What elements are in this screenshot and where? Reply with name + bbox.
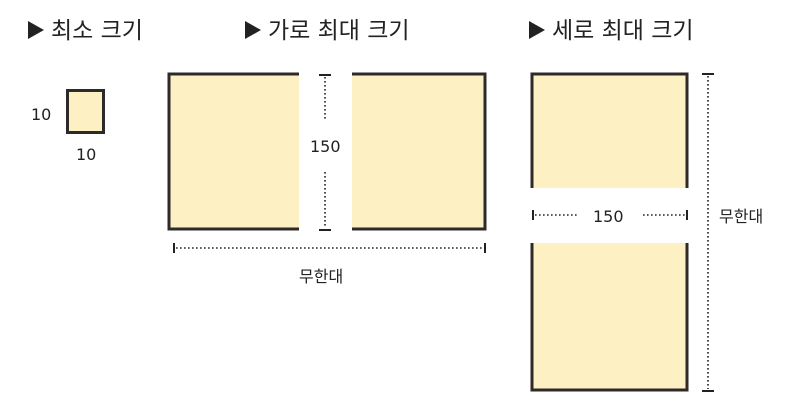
min-width-label: 10 <box>76 145 96 164</box>
max-height-box-bottom-fill <box>532 243 687 390</box>
max-height-box-bottom <box>530 243 689 392</box>
section-max-width: 가로 최대 크기 150 무한대 <box>167 18 487 286</box>
heading-min-size: 최소 크기 <box>51 18 143 44</box>
heading-max-width: 가로 최대 크기 <box>268 18 410 44</box>
min-height-label: 10 <box>31 105 51 124</box>
max-height-box-top-fill <box>532 74 687 188</box>
max-height-span-label: 무한대 <box>719 207 763 226</box>
max-width-box-left-fill <box>169 74 299 229</box>
section-min-size: 최소 크기 10 10 <box>28 18 143 164</box>
heading-max-height: 세로 최대 크기 <box>552 18 694 44</box>
triangle-right-icon <box>28 21 44 39</box>
max-height-gap-label: 150 <box>593 207 624 226</box>
max-width-gap-label: 150 <box>310 137 341 156</box>
min-size-box <box>66 89 105 134</box>
max-height-box-top <box>530 72 689 188</box>
section-max-height: 세로 최대 크기 150 무한대 <box>529 18 763 392</box>
max-width-box-right-fill <box>352 74 485 229</box>
max-width-span-label: 무한대 <box>299 267 343 286</box>
max-width-box-left <box>167 72 299 231</box>
triangle-right-icon <box>245 21 261 39</box>
triangle-right-icon <box>529 21 545 39</box>
max-width-box-right <box>352 72 487 231</box>
